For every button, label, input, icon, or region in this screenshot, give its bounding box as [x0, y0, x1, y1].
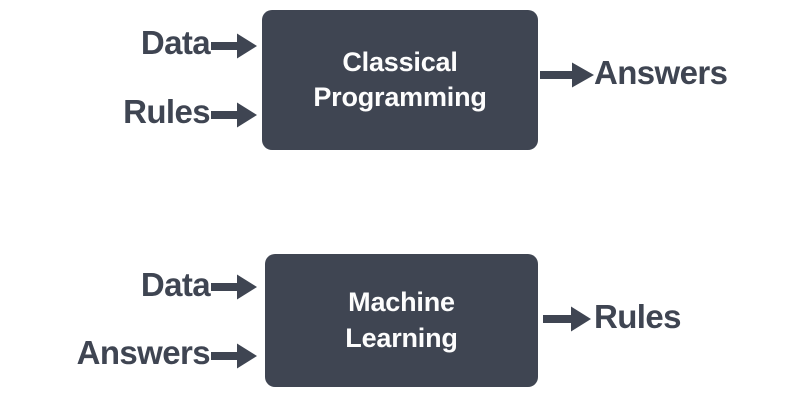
- diagram-machine-learning: Data Answers Machine Learning Rules: [0, 200, 800, 400]
- right-arrow-icon: [543, 306, 591, 332]
- input-label-data: Data: [140, 266, 211, 303]
- output-label-rules: Rules: [594, 298, 681, 335]
- process-box-line: Machine: [348, 287, 455, 318]
- process-box-classical-programming: Classical Programming: [262, 10, 538, 150]
- right-arrow-icon: [211, 343, 257, 369]
- right-arrow-icon: [211, 33, 257, 59]
- output-label-answers: Answers: [594, 54, 728, 91]
- process-box-line: Learning: [345, 322, 458, 353]
- input-label-answers: Answers: [76, 334, 211, 371]
- process-box-machine-learning: Machine Learning: [265, 254, 538, 387]
- diagram-classical-programming: Data Rules Classical Programming Answers: [123, 10, 728, 150]
- input-label-rules: Rules: [123, 93, 210, 130]
- process-box-line: Classical: [342, 46, 458, 77]
- right-arrow-icon: [540, 62, 594, 88]
- process-box-line: Programming: [313, 82, 487, 112]
- right-arrow-icon: [211, 102, 257, 128]
- input-label-data: Data: [140, 24, 211, 61]
- right-arrow-icon: [211, 274, 257, 300]
